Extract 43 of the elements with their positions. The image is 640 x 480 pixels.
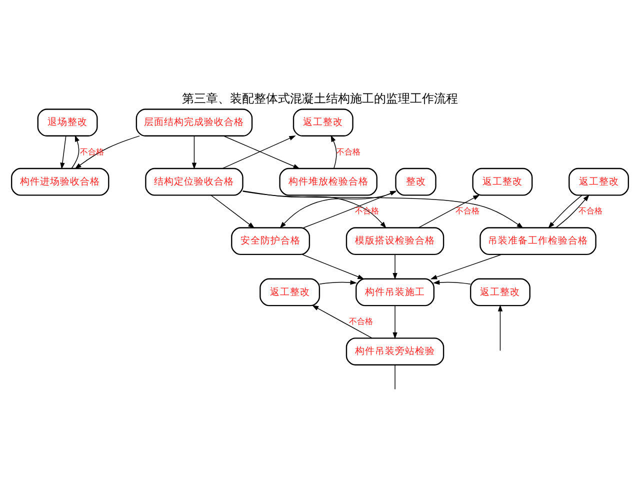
node-box: 返工整改 [470,278,530,306]
arrow [71,134,80,169]
edge-label: 不合格 [348,316,373,326]
node-box: 构件堆放检验合格 [279,168,378,196]
arrow [74,136,140,170]
node-box: 层面结构完成验收合格 [136,108,253,136]
edge-label: 不合格 [578,206,603,216]
edge-label: 不合格 [336,146,360,156]
arrow [498,304,503,352]
node-box: 构件进场验收合格 [11,168,110,196]
arrow [432,280,471,285]
arrow [242,191,524,228]
node-box: 退场整改 [37,108,98,136]
node-box: 模版搭设检验合格 [346,227,444,256]
node-box: 返工整改 [568,168,629,196]
node-box: 构件吊装旁站检验 [346,338,444,366]
arrow [319,280,357,285]
arrow [392,254,398,280]
arrow [418,194,480,228]
node-box: 返工整改 [472,168,533,196]
diagram-title: 第三章、装配整体式混凝土结构施工的监理工作流程 [182,91,458,106]
arrow [330,135,337,169]
arrow [210,194,255,228]
node-box: 构件吊装施工 [356,278,434,306]
arrow [302,254,364,280]
arrow [392,305,398,340]
arrow [556,194,590,228]
arrow [312,305,372,338]
arrow [303,190,397,228]
node-box: 整改 [395,168,436,196]
arrow [60,136,66,170]
edge-label: 不合格 [456,206,480,216]
node-box: 安全防护合格 [231,227,310,256]
arrow [192,136,197,170]
arrow [280,192,396,228]
connector [394,364,396,390]
node-box: 结构定位验收合格 [145,168,244,196]
arrow [548,194,582,228]
node-box: 返工整改 [292,108,354,136]
arrow [242,190,386,228]
arrow [430,254,502,280]
node-box: 返工整改 [260,278,320,306]
node-box: 吊装准备工作检验合格 [480,227,596,256]
